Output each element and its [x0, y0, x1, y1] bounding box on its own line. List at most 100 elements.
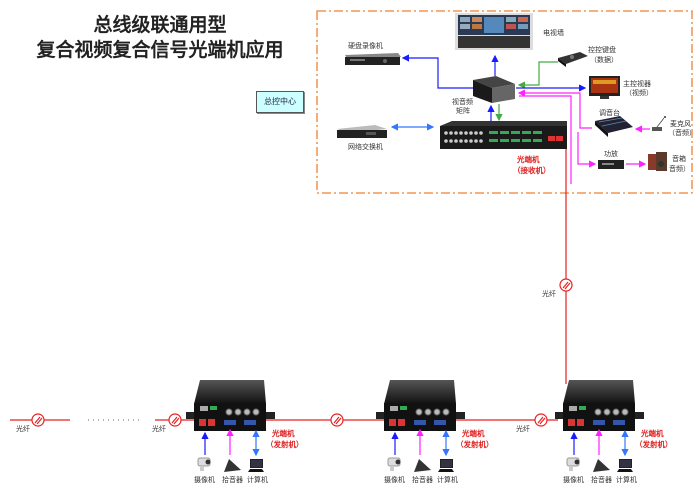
switch-label: 网络交换机 — [348, 142, 383, 151]
db9-port — [414, 420, 426, 425]
amplifier-device — [598, 160, 624, 169]
center-connections — [390, 54, 650, 184]
fiber-port — [199, 419, 206, 426]
computer-label: 计算机 — [616, 475, 637, 484]
transmitter-top — [563, 380, 635, 404]
camera-icon — [566, 457, 580, 471]
rj45-port — [390, 406, 398, 411]
bnc-connector — [621, 408, 629, 416]
bnc-connector — [449, 131, 453, 135]
microphone-pickup-icon — [224, 459, 241, 472]
remote-node: 光端机（发射机）摄像机拾音器计算机 — [555, 380, 673, 484]
remote-node: 光端机（发射机）摄像机拾音器计算机 — [376, 380, 494, 484]
control-keyboard-device — [558, 52, 588, 67]
bnc-connector — [469, 139, 473, 143]
bnc-connector — [479, 139, 483, 143]
db9-port — [613, 420, 625, 425]
mount-ear — [186, 412, 195, 419]
receiver-label-line1: 光端机 — [516, 154, 540, 164]
transmitter-label-line2: （发射机） — [456, 439, 494, 449]
camera-label: 摄像机 — [384, 475, 405, 484]
monitor-label-line2: （视频） — [625, 88, 653, 97]
receiver-optical-terminal — [440, 121, 567, 149]
trunk-fiber-label: 光纤 — [542, 289, 556, 298]
amplifier-label: 功放 — [604, 149, 618, 158]
bnc-connector — [424, 408, 432, 416]
bnc-connector — [474, 139, 478, 143]
terminal-block — [489, 131, 498, 134]
main-monitor-device — [589, 76, 620, 99]
video-wall-device — [455, 13, 533, 50]
terminal-port — [210, 406, 217, 410]
video-wall-label: 电视墙 — [543, 28, 564, 37]
bnc-connector — [454, 131, 458, 135]
computer-label: 计算机 — [437, 475, 458, 484]
keyboard-label-line1: 控控键盘 — [588, 45, 616, 54]
dvr-device — [345, 53, 401, 65]
bnc-connector — [612, 408, 620, 416]
bnc-connector — [479, 131, 483, 135]
terminal-port — [400, 406, 407, 410]
remote-node: 光端机（发射机）摄像机拾音器计算机 — [186, 380, 304, 484]
db9-port — [434, 420, 446, 425]
dvr-label: 硬盘录像机 — [348, 41, 383, 50]
av-matrix-device — [473, 76, 515, 103]
fiber-port — [208, 419, 215, 426]
terminal-block — [533, 131, 542, 134]
terminal-block — [511, 139, 520, 142]
speaker-label-line2: 音频） — [669, 164, 690, 173]
terminal-block — [489, 139, 498, 142]
mount-ear — [266, 412, 275, 419]
fiber-port — [389, 419, 396, 426]
transmitter-label-line1: 光端机 — [640, 428, 664, 438]
terminal-block — [511, 131, 520, 134]
mic-label-line2: （音频） — [668, 128, 696, 137]
mount-ear — [456, 412, 465, 419]
fiber-port — [398, 419, 405, 426]
diagram-title-line2: 复合视频复合信号光端机应用 — [36, 39, 284, 61]
bnc-connector — [603, 408, 611, 416]
bnc-connector — [469, 131, 473, 135]
receiver-label-line2: （接收机） — [513, 165, 551, 175]
bnc-connector — [459, 139, 463, 143]
bnc-connector — [474, 131, 478, 135]
computer-icon — [248, 459, 264, 472]
network-switch-device — [337, 125, 387, 138]
mic-label-line1: 麦克风 — [670, 119, 691, 128]
rj45-port — [200, 406, 208, 411]
fiber-symbol-icon — [330, 413, 344, 427]
bus-fiber-label: 光纤 — [152, 424, 166, 433]
fiber-symbol-icon — [559, 278, 573, 292]
terminal-port — [579, 406, 586, 410]
bnc-connector — [444, 139, 448, 143]
terminal-block — [522, 139, 531, 142]
fiber-symbol-icon — [31, 413, 45, 427]
pickup-label: 拾音器 — [591, 475, 612, 484]
pickup-label: 拾音器 — [412, 475, 433, 484]
bnc-connector — [464, 139, 468, 143]
camera-label: 摄像机 — [563, 475, 584, 484]
transmitter-top — [194, 380, 266, 404]
bus-fiber-label: 光纤 — [516, 424, 530, 433]
matrix-label-line2: 矩阵 — [456, 106, 470, 115]
terminal-block — [500, 131, 509, 134]
computer-icon — [617, 459, 633, 472]
monitor-label-line1: 主控视器 — [623, 79, 651, 88]
terminal-block — [500, 139, 509, 142]
bnc-connector — [454, 139, 458, 143]
speaker-device — [648, 152, 667, 171]
camera-label: 摄像机 — [194, 475, 215, 484]
microphone-pickup-icon — [414, 459, 431, 472]
db9-port — [244, 420, 256, 425]
diagram-title-line1: 总线级联通用型 — [93, 14, 227, 36]
mixer-label: 调音台 — [599, 108, 620, 117]
mount-ear — [555, 412, 564, 419]
bnc-connector — [415, 408, 423, 416]
bnc-connector — [464, 131, 468, 135]
matrix-label-line1: 视音频 — [452, 97, 473, 106]
mixer-device — [595, 116, 633, 137]
bnc-connector — [444, 131, 448, 135]
camera-icon — [387, 457, 401, 471]
transmitter-label-line2: （发射机） — [266, 439, 304, 449]
